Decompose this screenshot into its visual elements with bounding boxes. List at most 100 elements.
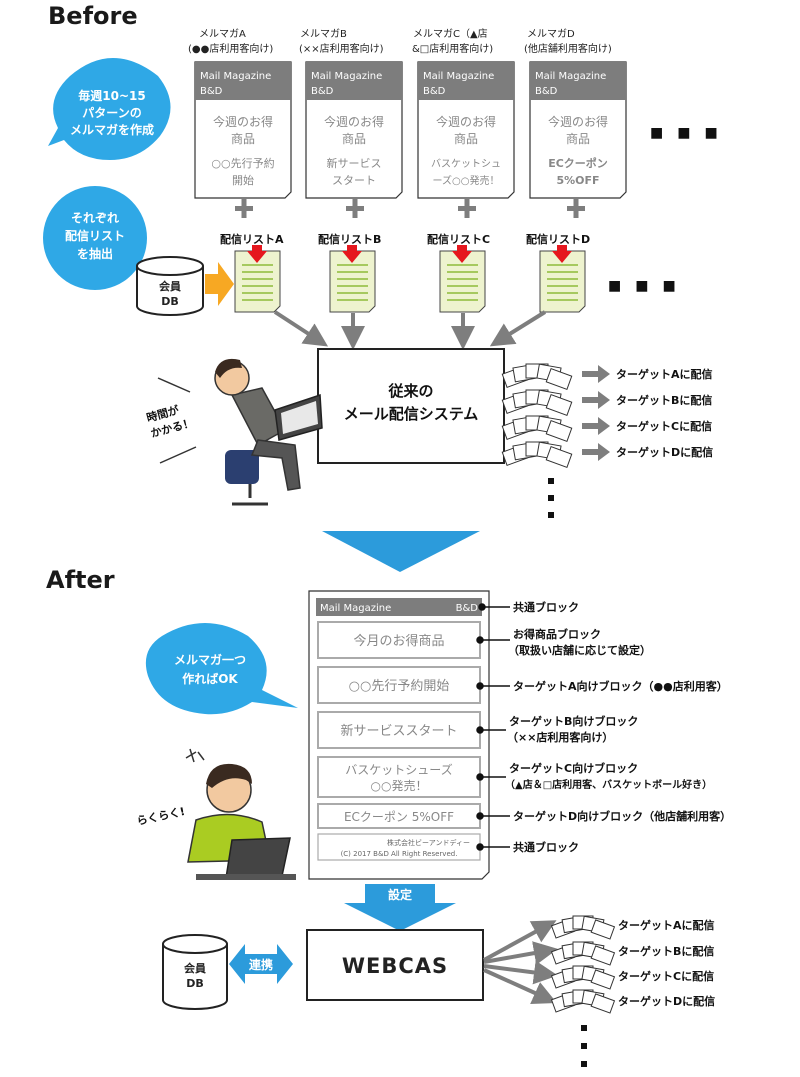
magazine-c-header2: B&D (423, 86, 446, 97)
magazine-c-title1: メルマガC（▲店 (413, 27, 488, 40)
annotation-target-b-line2: （××店利用客向け） (507, 730, 613, 744)
list-label-d: 配信リストD (526, 232, 590, 246)
after-block-4-line1: バスケットシューズ (345, 762, 452, 777)
bubble1-line1: 毎週10~15 (78, 88, 145, 103)
member-db-before: 会員 DB (136, 256, 204, 316)
annotation-common-top: 共通ブロック (513, 600, 579, 614)
magazine-d: メルマガD (他店舗利用客向け) Mail Magazine B&D 今週のお得… (524, 28, 627, 199)
magazine-c-header1: Mail Magazine (423, 71, 494, 82)
envelope-fan-after (550, 915, 616, 1014)
bubble1-line3: メルマガを作成 (70, 122, 154, 137)
list-to-system-arrows (273, 310, 547, 350)
target-d-before: ターゲットDに配信 (616, 445, 713, 459)
legacy-system-line1: 従来の (387, 382, 433, 400)
annotation-connectors (476, 603, 510, 851)
annotation-target-c-line2: （▲店＆□店利用客、バスケットボール好き） (505, 778, 712, 791)
magazine-d-title2: (他店舗利用客向け) (524, 42, 612, 55)
after-header-left: Mail Magazine (320, 603, 391, 614)
annotation-target-d: ターゲットD向けブロック（他店舗利用客） (513, 809, 731, 823)
bubble1-line2: パターンの (82, 106, 141, 120)
relaxed-worker-illustration: らくらく! (135, 748, 296, 880)
lists-ellipsis: ■ ■ ■ (608, 278, 676, 294)
list-label-a: 配信リストA (220, 232, 284, 246)
annotation-target-c-line1: ターゲットC向けブロック (509, 761, 638, 775)
legacy-mail-system: 従来の メール配信システム (317, 348, 505, 464)
after-block-2: ○○先行予約開始 (349, 679, 450, 694)
webcas-fan-arrows (483, 920, 558, 1004)
after-block-5: ECクーポン 5%OFF (344, 810, 454, 824)
magazine-b-header2: B&D (311, 86, 334, 97)
before-to-after-arrow (322, 531, 480, 572)
setting-arrow: 設定 (344, 884, 456, 931)
after-bubble-line1: メルマガ一つ (174, 652, 246, 667)
bubble-one-magazine: メルマガ一つ 作ればOK (145, 623, 298, 715)
magazine-a-extra2: 開始 (232, 173, 254, 187)
magazine-c-body1: 今週のお得 (436, 114, 496, 129)
magazine-a: メルマガA (●●店利用客向け) Mail Magazine B&D 今週のお得… (188, 28, 292, 199)
plus-icons (235, 199, 585, 218)
bubble2-line1: それぞれ (71, 211, 119, 225)
magazine-b-body1: 今週のお得 (324, 114, 384, 129)
db-after-line2: DB (186, 977, 204, 990)
magazine-b-body2: 商品 (342, 131, 366, 146)
magazine-c-title2: &□店利用客向け) (412, 42, 493, 55)
magazine-a-extra1: ○○先行予約 (211, 156, 274, 170)
magazine-a-title1: メルマガA (199, 28, 246, 40)
after-bubble-line2: 作ればOK (182, 671, 238, 686)
magazine-d-extra2: 5%OFF (556, 174, 599, 187)
magazine-b-title1: メルマガB (300, 28, 347, 40)
magazine-d-body1: 今週のお得 (548, 114, 608, 129)
magazine-a-header2: B&D (200, 86, 223, 97)
after-block-4-line2: ○○発売！ (371, 778, 428, 793)
before-heading: Before (48, 2, 138, 30)
annotation-deals-line1: お得商品ブロック (513, 627, 601, 641)
magazine-d-header1: Mail Magazine (535, 71, 606, 82)
db-before-line1: 会員 (159, 279, 181, 293)
magazine-d-title1: メルマガD (527, 28, 575, 40)
target-c-before: ターゲットCに配信 (616, 419, 712, 433)
webcas-system: WEBCAS (306, 929, 484, 1001)
annotation-common-bottom: 共通ブロック (513, 840, 579, 854)
envelope-fan-before (501, 363, 573, 468)
magazine-d-header2: B&D (535, 86, 558, 97)
magazine-b-title2: (××店利用客向け) (299, 42, 384, 55)
after-block-1: 今月のお得商品 (353, 633, 444, 649)
target-b-after: ターゲットBに配信 (618, 944, 714, 958)
vertical-ellipsis-before (548, 478, 554, 518)
magazine-b-extra2: スタート (332, 174, 376, 187)
magazine-c-extra1: バスケットシュ (431, 158, 501, 170)
easy-label: らくらく! (135, 805, 186, 828)
magazine-b: メルマガB (××店利用客向け) Mail Magazine B&D 今週のお得… (299, 28, 403, 199)
magazine-c-body2: 商品 (454, 131, 478, 146)
vertical-ellipsis-after (581, 1025, 587, 1067)
link-double-arrow: 連携 (229, 944, 293, 984)
target-arrows-before (582, 365, 610, 461)
magazine-a-body1: 今週のお得 (213, 114, 273, 129)
magazine-b-extra1: 新サービス (327, 156, 382, 170)
target-b-before: ターゲットBに配信 (616, 393, 712, 407)
magazine-a-header1: Mail Magazine (200, 71, 271, 82)
bubble2-line2: 配信リスト (65, 228, 125, 243)
after-magazine: Mail Magazine B&D 今月のお得商品 ○○先行予約開始 新サービス… (308, 590, 490, 880)
magazines-ellipsis: ■ ■ ■ (650, 125, 718, 141)
target-a-after: ターゲットAに配信 (618, 918, 715, 932)
legacy-system-line2: メール配信システム (344, 405, 479, 423)
magazine-c: メルマガC（▲店 &□店利用客向け) Mail Magazine B&D 今週の… (412, 27, 515, 199)
target-c-after: ターゲットCに配信 (618, 969, 714, 983)
annotation-deals-line2: （取扱い店舗に応じて設定） (508, 643, 651, 657)
after-footer-company: 株式会社ビーアンドディー (387, 838, 470, 847)
db-after-line1: 会員 (184, 961, 206, 975)
magazine-b-header1: Mail Magazine (311, 71, 382, 82)
magazine-a-body2: 商品 (231, 131, 255, 146)
member-db-after: 会員 DB (162, 934, 228, 1010)
target-d-after: ターゲットDに配信 (618, 994, 715, 1008)
bubble-weekly-patterns: 毎週10~15 パターンの メルマガを作成 (48, 58, 171, 160)
magazine-d-extra1: ECクーポン (548, 156, 608, 170)
after-heading: After (46, 566, 115, 594)
after-header-right: B&D (456, 603, 479, 614)
annotation-target-a: ターゲットA向けブロック（●●店利用客） (513, 679, 728, 693)
bubble2-line3: を抽出 (77, 246, 113, 261)
setting-label: 設定 (388, 887, 412, 902)
link-label: 連携 (249, 957, 273, 972)
